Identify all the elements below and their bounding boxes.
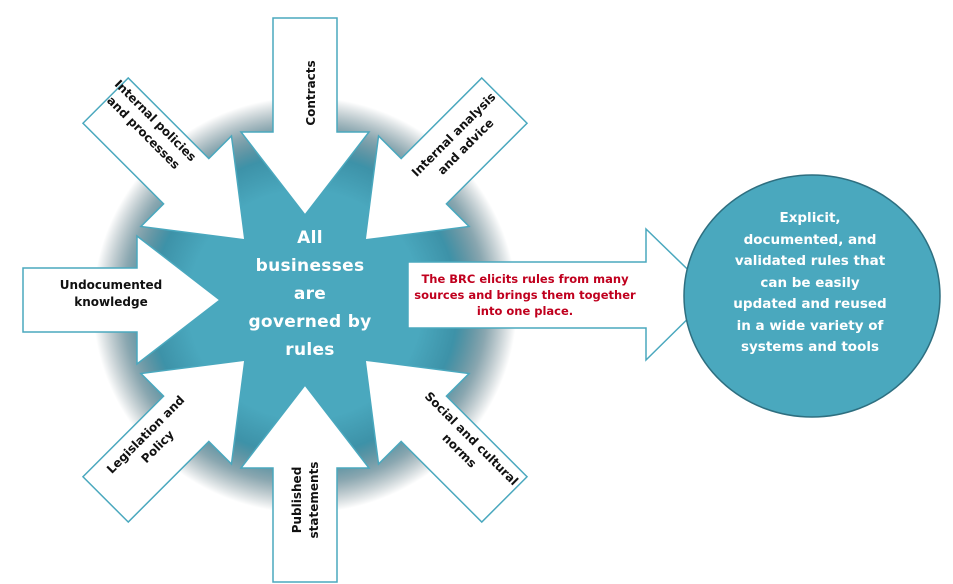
process-label-line: into one place. — [476, 304, 574, 318]
hub-label-line: governed by — [248, 312, 372, 332]
outcome-label-line: in a wide variety of — [736, 317, 884, 334]
outcome-circle — [683, 174, 941, 418]
process-label: The BRC elicits rules from many sources … — [410, 271, 640, 319]
process-label-line: sources and brings them together — [414, 288, 636, 302]
hub-label-line: All — [297, 228, 323, 248]
outcome-label-line: can be easily — [760, 274, 860, 291]
outcome-label: Explicit, documented, and validated rule… — [700, 208, 920, 359]
source-label-published-statements: Published statements — [290, 461, 321, 539]
outcome-label-line: systems and tools — [740, 339, 880, 355]
source-label-contracts: Contracts — [304, 60, 318, 126]
source-label-undocumented-knowledge: Undocumented knowledge — [59, 278, 163, 309]
arrow-internal-policies — [81, 76, 246, 241]
hub-label-line: are — [293, 284, 327, 304]
process-label-line: The BRC elicits rules from many — [421, 272, 629, 286]
arrow-internal-analysis — [364, 76, 529, 241]
hub-label: All businesses are governed by rules — [235, 224, 385, 364]
arrow-published-statements — [239, 383, 371, 583]
arrow-undocumented-knowledge — [22, 234, 222, 366]
hub-label-line: rules — [285, 340, 335, 360]
arrow-legislation-policy — [81, 359, 246, 524]
outcome-label-line: updated and reused — [733, 296, 887, 312]
hub-label-line: businesses — [255, 256, 365, 276]
outcome-label-line: documented, and — [743, 231, 877, 248]
process-arrow — [407, 227, 715, 362]
arrow-contracts — [239, 17, 371, 217]
arrow-social-norms — [364, 359, 529, 524]
outcome-label-line: Explicit, — [779, 210, 841, 226]
outcome-label-line: validated rules that — [734, 253, 886, 269]
